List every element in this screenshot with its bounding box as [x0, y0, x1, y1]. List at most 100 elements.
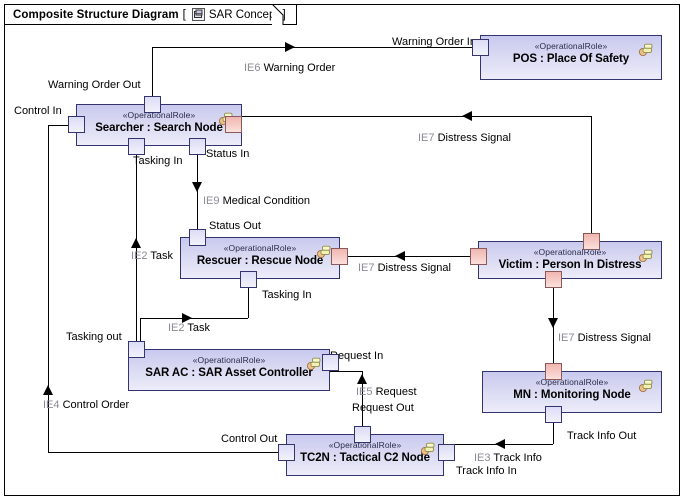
node-searcher[interactable]: «OperationalRole» Searcher : Search Node	[76, 104, 242, 146]
connector-ie5-seg-h	[330, 371, 362, 372]
operational-role-icon	[638, 379, 653, 393]
flow-name-ie7a: Distress Signal	[437, 132, 511, 144]
flow-code-ie9: IE9	[203, 195, 220, 207]
port-victim-distress-out-top[interactable]	[583, 233, 600, 250]
port-label-searcher-warning-order-out: Warning Order Out	[48, 79, 141, 91]
flow-code-ie5: IE5	[356, 386, 373, 398]
flow-code-ie2a: IE2	[131, 250, 148, 262]
connector-ie4-seg-h2	[48, 125, 76, 126]
flow-code-ie7c: IE7	[558, 332, 575, 344]
port-tc2n-control-out[interactable]	[278, 444, 295, 461]
port-label-pos-warning-order-in: Warning Order In	[392, 36, 476, 48]
node-rescuer[interactable]: «OperationalRole» Rescuer : Rescue Node	[180, 237, 340, 279]
node-pos-name: POS : Place Of Safety	[512, 53, 630, 65]
port-searcher-tasking-in[interactable]	[128, 138, 145, 155]
flow-code-ie6: IE6	[244, 62, 261, 74]
port-searcher-control-in[interactable]	[68, 116, 85, 133]
flow-name-ie2a: Task	[150, 250, 173, 262]
node-sarac-stereotype: «OperationalRole»	[192, 355, 266, 365]
node-sarac-name: SAR AC : SAR Asset Controller	[145, 367, 313, 379]
connector-ie7a-seg-h	[239, 116, 591, 117]
composite-structure-diagram-icon	[191, 8, 205, 21]
port-label-sarac-request-in: Request In	[330, 350, 384, 362]
port-rescuer-distress-in[interactable]	[331, 248, 348, 265]
diagram-title-tab: Composite Structure Diagram [ SAR Concep…	[4, 4, 297, 25]
port-label-searcher-tasking-in: Tasking In	[133, 155, 183, 167]
port-mn-distress-in[interactable]	[545, 363, 562, 380]
flow-name-ie6: Warning Order	[263, 62, 336, 74]
flow-label-ie9: IE9 Medical Condition	[203, 195, 310, 207]
bracket-open: [	[182, 8, 186, 21]
flow-label-ie2a: IE2 Task	[131, 250, 173, 262]
flow-label-ie7b: IE7 Distress Signal	[358, 262, 451, 274]
port-searcher-warning-order-out[interactable]	[144, 96, 161, 113]
flow-code-ie7a: IE7	[418, 132, 435, 144]
port-searcher-distress-in[interactable]	[225, 116, 242, 133]
node-tc2n-name: TC2N : Tactical C2 Node	[300, 452, 430, 464]
connector-ie7a-seg-v	[591, 116, 592, 241]
connector-ie3-seg-v1	[553, 423, 554, 444]
flow-label-ie2b: IE2 Task	[168, 322, 210, 334]
connector-ie4-seg-v	[48, 125, 49, 452]
connector-ie2b-seg-v2	[248, 279, 249, 318]
port-label-tc2n-track-info-in: Track Info In	[456, 465, 517, 477]
flow-label-ie5: IE5 Request	[356, 386, 417, 398]
port-sarac-request-in[interactable]	[322, 354, 339, 371]
connector-ie4-seg-h1	[48, 452, 278, 453]
flow-label-ie3: IE3 Track Info	[474, 452, 542, 464]
flow-label-ie6: IE6 Warning Order	[244, 62, 335, 74]
node-pos[interactable]: «OperationalRole» POS : Place Of Safety	[480, 35, 662, 80]
flow-name-ie5: Request	[375, 386, 417, 398]
flow-name-ie2b: Task	[187, 322, 210, 334]
node-sarac[interactable]: «OperationalRole» SAR AC : SAR Asset Con…	[128, 349, 330, 391]
port-rescuer-tasking-in[interactable]	[240, 271, 257, 288]
port-label-rescuer-tasking-in: Tasking In	[262, 289, 312, 301]
connector-ie9-arrowhead	[192, 182, 202, 192]
port-tc2n-track-info-in[interactable]	[438, 444, 455, 461]
connector-ie5-arrowhead	[357, 374, 367, 384]
node-pos-stereotype: «OperationalRole»	[534, 41, 608, 51]
port-pos-warning-order-in[interactable]	[472, 39, 489, 56]
node-victim-name: Victim : Person In Distress	[498, 259, 642, 271]
bracket-close: ]	[282, 8, 286, 21]
flow-name-ie9: Medical Condition	[222, 195, 311, 207]
node-mn-stereotype: «OperationalRole»	[535, 377, 609, 387]
flow-code-ie7b: IE7	[358, 262, 375, 274]
node-victim[interactable]: «OperationalRole» Victim : Person In Dis…	[478, 241, 662, 279]
connector-ie7b-seg-h	[348, 256, 478, 257]
node-searcher-name: Searcher : Search Node	[95, 122, 223, 134]
node-mn-name: MN : Monitoring Node	[513, 389, 631, 401]
connector-ie5-seg-v	[362, 371, 363, 434]
flow-name-ie4: Control Order	[62, 399, 130, 411]
port-sarac-tasking-out[interactable]	[128, 341, 145, 358]
diagram-kind-label: Composite Structure Diagram	[13, 8, 179, 21]
connector-ie6-arrowhead	[285, 42, 295, 52]
port-searcher-status-in[interactable]	[189, 138, 206, 155]
port-label-rescuer-status-out: Status Out	[209, 220, 261, 232]
connector-ie3-arrowhead	[495, 439, 505, 449]
flow-label-ie7a: IE7 Distress Signal	[418, 132, 511, 144]
port-rescuer-status-out[interactable]	[189, 229, 206, 246]
flow-code-ie3: IE3	[474, 452, 491, 464]
port-label-sarac-tasking-out: Tasking out	[66, 331, 122, 343]
flow-name-ie7b: Distress Signal	[377, 262, 451, 274]
flow-label-ie4: IE4 Control Order	[43, 399, 129, 411]
flow-name-ie7c: Distress Signal	[577, 332, 651, 344]
flow-code-ie4: IE4	[43, 399, 60, 411]
port-victim-distress-out-left[interactable]	[470, 248, 487, 265]
node-mn[interactable]: «OperationalRole» MN : Monitoring Node	[482, 371, 662, 413]
operational-role-icon	[420, 442, 435, 456]
connector-ie2b-arrowhead	[182, 313, 192, 323]
flow-code-ie2b: IE2	[168, 322, 185, 334]
connector-ie6-seg-h	[152, 47, 480, 48]
port-tc2n-request-out[interactable]	[354, 426, 371, 443]
connector-ie7a-arrowhead	[462, 111, 472, 121]
connector-ie4-arrowhead	[43, 385, 53, 395]
port-mn-track-info-out[interactable]	[545, 406, 562, 423]
node-rescuer-name: Rescuer : Rescue Node	[196, 255, 324, 267]
operational-role-icon	[316, 245, 331, 259]
port-label-mn-track-info-out: Track Info Out	[567, 430, 637, 442]
port-victim-distress-out-bottom[interactable]	[545, 271, 562, 288]
node-rescuer-stereotype: «OperationalRole»	[223, 243, 297, 253]
diagram-name: SAR Concept	[208, 8, 279, 21]
